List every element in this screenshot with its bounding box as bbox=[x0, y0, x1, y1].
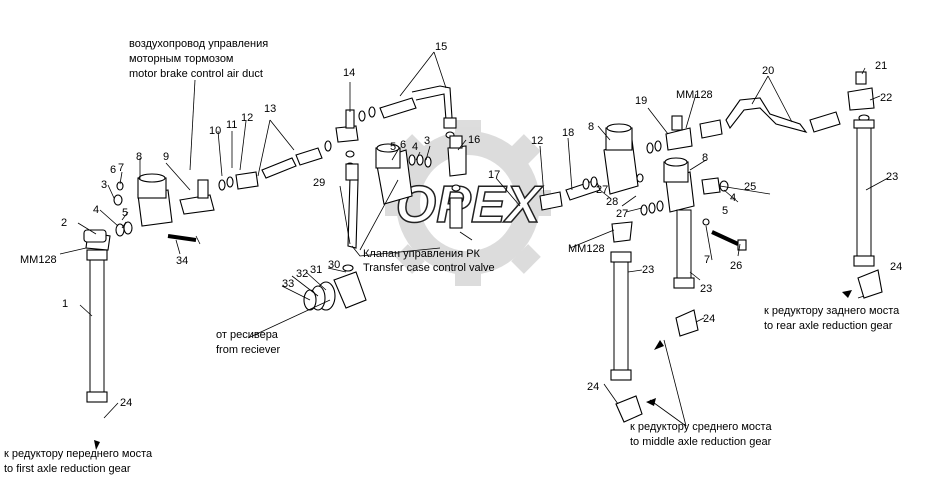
flow-arrows bbox=[94, 290, 852, 450]
label-8-front: 8 bbox=[136, 151, 142, 163]
part-numbers: MM128 MM128 MM128 1 2 4 3 5 6 7 8 9 10 1… bbox=[20, 41, 902, 409]
caption-rear-axle-ru: к редуктору заднего моста bbox=[764, 305, 900, 317]
caption-motor-brake-ru-2: моторным тормозом bbox=[129, 53, 234, 65]
label-19: 19 bbox=[635, 95, 647, 107]
label-3-center: 3 bbox=[424, 135, 430, 147]
label-24-middle: 24 bbox=[587, 381, 599, 393]
label-27-b: 27 bbox=[616, 208, 628, 220]
label-8-center: 8 bbox=[588, 121, 594, 133]
label-23-rear: 23 bbox=[886, 171, 898, 183]
label-mm128-front: MM128 bbox=[20, 254, 57, 266]
caption-transfer-case-ru: Клапан управления РК bbox=[363, 248, 481, 260]
label-11: 11 bbox=[226, 119, 237, 131]
caption-motor-brake-ru-1: воздухопровод управления bbox=[129, 38, 268, 50]
label-7-front: 7 bbox=[118, 162, 124, 174]
label-31: 31 bbox=[310, 264, 322, 276]
label-33: 33 bbox=[282, 278, 294, 290]
caption-transfer-case-en: Transfer case control valve bbox=[363, 262, 495, 274]
label-24-rear: 24 bbox=[890, 261, 902, 273]
label-10: 10 bbox=[209, 125, 221, 137]
label-8-right: 8 bbox=[702, 152, 708, 164]
label-mm128-upper: MM128 bbox=[676, 89, 713, 101]
label-4-right: 4 bbox=[730, 192, 736, 204]
label-5-center: 5 bbox=[390, 141, 396, 153]
leader-lines bbox=[59, 51, 889, 427]
label-17: 17 bbox=[488, 169, 500, 181]
label-20: 20 bbox=[762, 65, 774, 77]
caption-middle-axle-en: to middle axle reduction gear bbox=[630, 436, 772, 448]
label-2: 2 bbox=[61, 217, 67, 229]
label-18: 18 bbox=[562, 127, 574, 139]
label-24-right: 24 bbox=[703, 313, 715, 325]
caption-middle-axle-ru: к редуктору среднего моста bbox=[630, 421, 772, 433]
caption-front-axle-ru: к редуктору переднего моста bbox=[4, 448, 153, 460]
label-32: 32 bbox=[296, 268, 308, 280]
label-15: 15 bbox=[435, 41, 447, 53]
label-23-middle: 23 bbox=[642, 264, 654, 276]
caption-receiver-en: from reciever bbox=[216, 344, 281, 356]
label-29: 29 bbox=[313, 177, 325, 189]
label-4-center: 4 bbox=[412, 141, 418, 153]
label-5-right: 5 bbox=[722, 205, 728, 217]
label-13: 13 bbox=[264, 103, 276, 115]
label-28: 28 bbox=[606, 196, 618, 208]
label-6-center: 6 bbox=[400, 139, 406, 151]
label-30: 30 bbox=[328, 259, 340, 271]
label-5-front: 5 bbox=[122, 207, 128, 219]
label-12-center: 12 bbox=[531, 135, 543, 147]
label-26: 26 bbox=[730, 260, 742, 272]
caption-motor-brake-en: motor brake control air duct bbox=[129, 68, 263, 80]
label-22: 22 bbox=[880, 92, 892, 104]
front-hose-assembly bbox=[83, 85, 457, 403]
label-25: 25 bbox=[744, 181, 756, 193]
label-12-left: 12 bbox=[241, 112, 253, 124]
label-27-a: 27 bbox=[596, 184, 608, 196]
label-23-right: 23 bbox=[700, 283, 712, 295]
caption-receiver-ru: от ресивера bbox=[216, 329, 279, 341]
rear-hose-assembly bbox=[847, 71, 883, 299]
caption-rear-axle-en: to rear axle reduction gear bbox=[764, 320, 893, 332]
watermark-text: OPEX bbox=[396, 176, 544, 234]
label-4-front: 4 bbox=[93, 204, 99, 216]
label-14: 14 bbox=[343, 67, 355, 79]
label-6-front: 6 bbox=[110, 164, 116, 176]
label-34: 34 bbox=[176, 255, 188, 267]
receiver-fitting bbox=[303, 264, 367, 311]
label-1: 1 bbox=[62, 298, 68, 310]
label-7-right: 7 bbox=[704, 254, 710, 266]
label-16: 16 bbox=[468, 134, 480, 146]
label-24-front: 24 bbox=[120, 397, 132, 409]
label-3-front: 3 bbox=[101, 179, 107, 191]
label-9: 9 bbox=[163, 151, 169, 163]
middle-valve-assembly bbox=[539, 97, 841, 423]
label-21: 21 bbox=[875, 60, 887, 72]
caption-front-axle-en: to first axle reduction gear bbox=[4, 463, 131, 475]
label-mm128-middle: MM128 bbox=[568, 243, 605, 255]
